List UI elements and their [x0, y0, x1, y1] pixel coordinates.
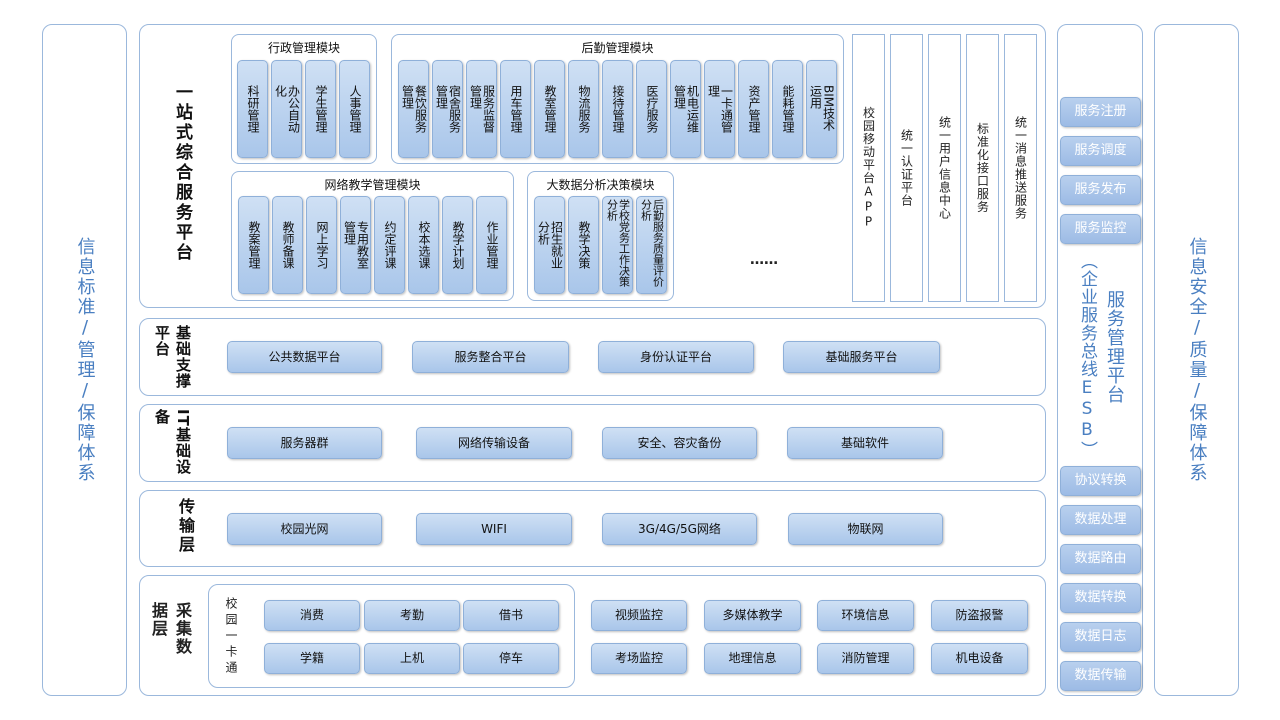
network-button[interactable]: WIFI — [416, 513, 572, 545]
module-item-button[interactable]: 用车管理 — [500, 60, 531, 158]
service-box[interactable]: 统一用户信息中心 — [928, 34, 961, 302]
it-layer-title: IT基础设备 — [153, 409, 192, 475]
esb-button[interactable]: 服务发布 — [1060, 175, 1141, 205]
esb-button[interactable]: 服务监控 — [1060, 214, 1141, 244]
module-item-button[interactable]: 教师备课 — [272, 196, 303, 294]
support-layer-title: 基础支撑平台 — [153, 325, 192, 389]
service-box[interactable]: 标准化接口服务 — [966, 34, 999, 302]
esb-button[interactable]: 服务调度 — [1060, 136, 1141, 166]
module-item-button[interactable]: 教案管理 — [238, 196, 269, 294]
esb-button[interactable]: 数据日志 — [1060, 622, 1141, 652]
module-item-button[interactable]: 接待管理 — [602, 60, 633, 158]
esb-subtitle: （企业服务总线ESB） — [1077, 252, 1097, 459]
module-item-button[interactable]: 网上学习 — [306, 196, 337, 294]
module-item-button[interactable]: 专用教室管理 — [340, 196, 371, 294]
module-item-button[interactable]: 教室管理 — [534, 60, 565, 158]
module-item-button[interactable]: 宿舍服务管理 — [432, 60, 463, 158]
card-item-button[interactable]: 停车 — [463, 643, 559, 674]
module-item-button[interactable]: 教学计划 — [442, 196, 473, 294]
module-item-button[interactable]: 学校党务工作决策分析 — [602, 196, 633, 294]
standards-column-label: 信息标准/管理/保障体系 — [74, 237, 96, 483]
admin-module-title: 行政管理模块 — [267, 41, 340, 55]
collection-item-button[interactable]: 消防管理 — [817, 643, 914, 674]
transport-layer-title: 传输层 — [176, 498, 195, 555]
standards-column: 信息标准/管理/保障体系 — [42, 24, 127, 696]
card-item-button[interactable]: 考勤 — [364, 600, 460, 631]
more-ellipsis: …… — [750, 252, 778, 268]
esb-button[interactable]: 数据处理 — [1060, 505, 1141, 535]
platform-button[interactable]: 公共数据平台 — [227, 341, 382, 373]
collection-item-button[interactable]: 视频监控 — [591, 600, 687, 631]
module-item-button[interactable]: 约定评课 — [374, 196, 405, 294]
esb-button[interactable]: 数据转换 — [1060, 583, 1141, 613]
module-item-button[interactable]: 能耗管理 — [772, 60, 803, 158]
esb-button[interactable]: 数据路由 — [1060, 544, 1141, 574]
module-item-button[interactable]: 办公自动化 — [271, 60, 302, 158]
module-item-button[interactable]: 一卡通管理 — [704, 60, 735, 158]
service-box[interactable]: 校园移动平台APP — [852, 34, 885, 302]
platform-button[interactable]: 身份认证平台 — [598, 341, 754, 373]
it-device-button[interactable]: 服务器群 — [227, 427, 382, 459]
module-item-button[interactable]: 后勤服务质量评价分析 — [636, 196, 667, 294]
card-item-button[interactable]: 消费 — [264, 600, 360, 631]
collection-item-button[interactable]: 环境信息 — [817, 600, 914, 631]
module-item-button[interactable]: 人事管理 — [339, 60, 370, 158]
module-item-button[interactable]: 作业管理 — [476, 196, 507, 294]
module-item-button[interactable]: 资产管理 — [738, 60, 769, 158]
portal-layer-title: 一站式综合服务平台 — [172, 83, 192, 263]
collection-item-button[interactable]: 防盗报警 — [931, 600, 1028, 631]
module-item-button[interactable]: 物流服务 — [568, 60, 599, 158]
it-device-button[interactable]: 安全、容灾备份 — [602, 427, 757, 459]
module-item-button[interactable]: 医疗服务 — [636, 60, 667, 158]
module-item-button[interactable]: 校本选课 — [408, 196, 439, 294]
esb-title: 服务管理平台 — [1104, 290, 1125, 404]
security-column: 信息安全/质量/保障体系 — [1154, 24, 1239, 696]
campus-card-title: 校园一卡通 — [224, 597, 238, 677]
module-item-button[interactable]: 招生就业分析 — [534, 196, 565, 294]
network-button[interactable]: 校园光网 — [227, 513, 382, 545]
collection-item-button[interactable]: 考场监控 — [591, 643, 687, 674]
network-button[interactable]: 物联网 — [788, 513, 943, 545]
module-item-button[interactable]: 餐饮服务管理 — [398, 60, 429, 158]
teaching-module-title: 网络教学管理模块 — [324, 178, 421, 192]
esb-button[interactable]: 服务注册 — [1060, 97, 1141, 127]
platform-button[interactable]: 基础服务平台 — [783, 341, 940, 373]
collection-item-button[interactable]: 多媒体教学 — [704, 600, 801, 631]
card-item-button[interactable]: 上机 — [364, 643, 460, 674]
bigdata-module-title: 大数据分析决策模块 — [546, 178, 655, 192]
network-button[interactable]: 3G/4G/5G网络 — [602, 513, 757, 545]
module-item-button[interactable]: BIM技术运用 — [806, 60, 837, 158]
service-box[interactable]: 统一消息推送服务 — [1004, 34, 1037, 302]
collection-layer-title: 采集数据层 — [149, 602, 192, 656]
it-device-button[interactable]: 网络传输设备 — [416, 427, 572, 459]
collection-item-button[interactable]: 机电设备 — [931, 643, 1028, 674]
security-column-label: 信息安全/质量/保障体系 — [1186, 237, 1208, 483]
module-item-button[interactable]: 服务监督管理 — [466, 60, 497, 158]
esb-button[interactable]: 协议转换 — [1060, 466, 1141, 496]
card-item-button[interactable]: 学籍 — [264, 643, 360, 674]
logistics-module-title: 后勤管理模块 — [581, 41, 654, 55]
module-item-button[interactable]: 机电运维管理 — [670, 60, 701, 158]
it-device-button[interactable]: 基础软件 — [787, 427, 943, 459]
collection-item-button[interactable]: 地理信息 — [704, 643, 801, 674]
card-item-button[interactable]: 借书 — [463, 600, 559, 631]
esb-button[interactable]: 数据传输 — [1060, 661, 1141, 691]
module-item-button[interactable]: 科研管理 — [237, 60, 268, 158]
platform-button[interactable]: 服务整合平台 — [412, 341, 569, 373]
service-box[interactable]: 统一认证平台 — [890, 34, 923, 302]
module-item-button[interactable]: 教学决策 — [568, 196, 599, 294]
module-item-button[interactable]: 学生管理 — [305, 60, 336, 158]
